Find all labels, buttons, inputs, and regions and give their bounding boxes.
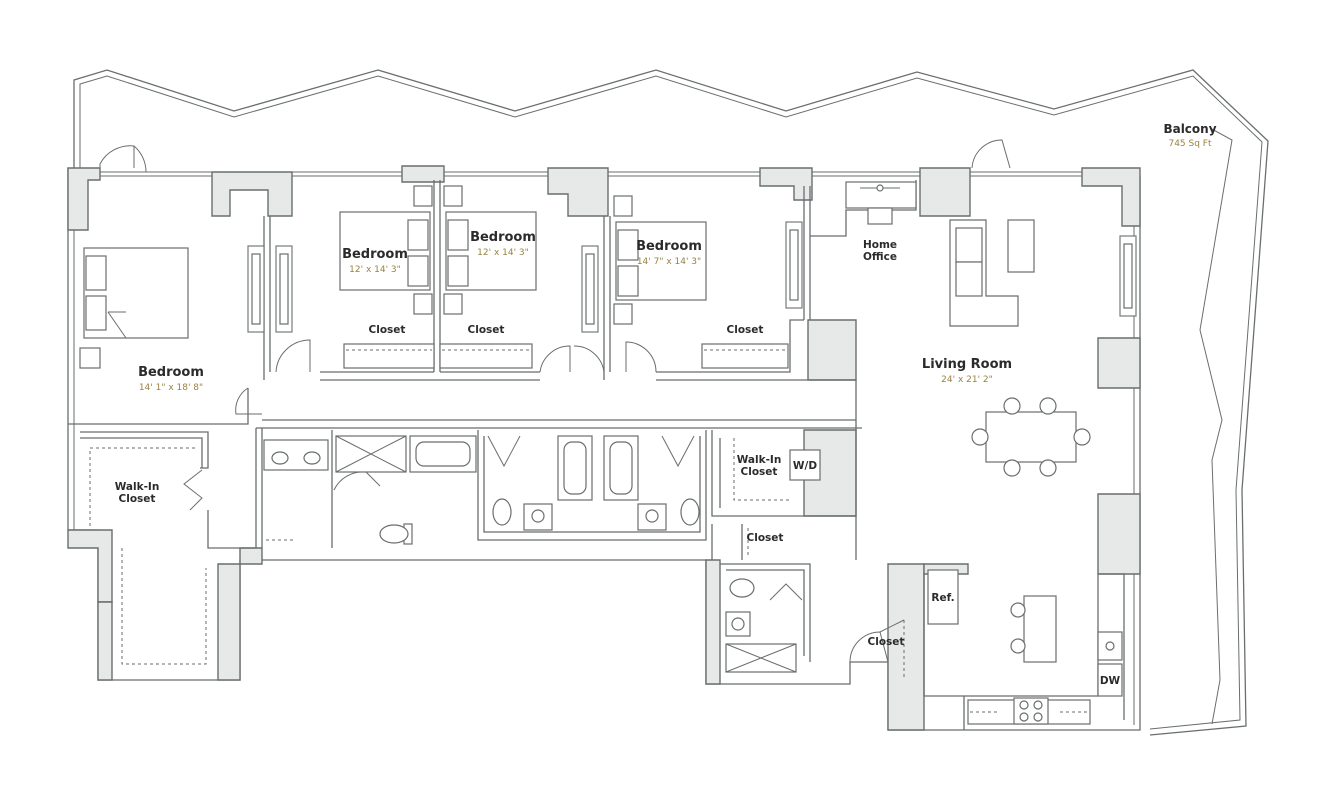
closet-label-hall: Closet: [747, 532, 784, 544]
dining-table: [985, 411, 1077, 463]
walkin-closet2-label-line2: Closet: [741, 466, 778, 478]
labels: Balcony 745 Sq Ft Bedroom 14' 1" x 18' 8…: [115, 122, 1217, 687]
bedroom4-label: Bedroom: [636, 239, 702, 254]
bedroom3-label: Bedroom: [470, 230, 536, 245]
bedroom2-label: Bedroom: [342, 247, 408, 262]
bedroom2-dims: 12' x 14' 3": [349, 265, 401, 275]
coffee-table: [1007, 219, 1035, 273]
washer-dryer: [789, 449, 821, 481]
living-room-dims: 24' x 21' 2": [941, 375, 993, 385]
balcony-dims: 745 Sq Ft: [1168, 139, 1212, 149]
dishwasher: [1097, 663, 1123, 697]
window-insets: [247, 221, 1137, 333]
home-office-label-line1: Home: [863, 239, 897, 251]
bath-fixtures: [263, 435, 797, 673]
master-bedroom-dims: 14' 1" x 18' 8": [139, 383, 203, 393]
dishwasher-label: DW: [1100, 675, 1121, 687]
closet-label-entry: Closet: [868, 636, 905, 648]
closet-label-bedroom4: Closet: [727, 324, 764, 336]
walkin-closet-label-line1: Walk-In: [115, 481, 160, 493]
walkin-closet2-label-line1: Walk-In: [737, 454, 782, 466]
kitchen-island: [1023, 595, 1057, 663]
refrigerator-label: Ref.: [931, 592, 954, 604]
closet-label-bedroom3: Closet: [468, 324, 505, 336]
door-swings: [99, 139, 1011, 663]
balcony-label: Balcony: [1163, 122, 1216, 136]
balcony-outline: [73, 69, 1269, 736]
interior-walls: [68, 180, 1125, 730]
closets: [89, 343, 905, 680]
closet-label-bedroom2: Closet: [369, 324, 406, 336]
home-office-label-line2: Office: [863, 251, 897, 263]
bedroom4-dims: 14' 7" x 14' 3": [637, 257, 701, 267]
walkin-closet-label-line2: Closet: [119, 493, 156, 505]
wall-blocks: [67, 165, 1141, 731]
cooktop: [1013, 697, 1049, 725]
bedroom3-dims: 12' x 14' 3": [477, 248, 529, 258]
living-room-label: Living Room: [922, 357, 1012, 372]
refrigerator: [927, 569, 959, 625]
master-bedroom-label: Bedroom: [138, 365, 204, 380]
washer-dryer-label: W/D: [793, 460, 817, 472]
furniture: [79, 181, 1123, 725]
